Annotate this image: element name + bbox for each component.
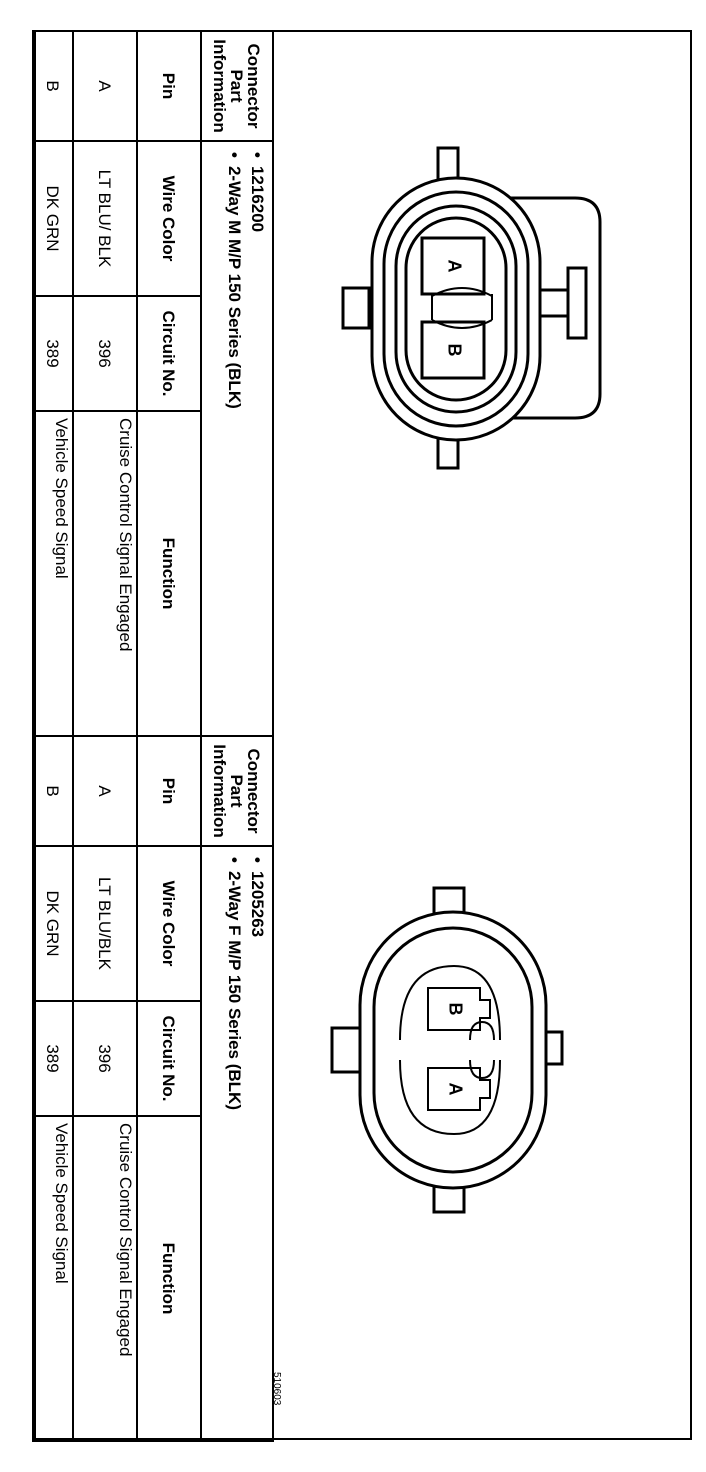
cavity-b-label: B bbox=[444, 344, 464, 357]
cavity-b-label: B bbox=[445, 1003, 465, 1016]
page-frame bbox=[34, 30, 692, 1440]
figure-id: 510603 bbox=[271, 1372, 282, 1406]
connector-2-drawing bbox=[330, 886, 564, 1214]
cavity-a-label: A bbox=[444, 260, 464, 273]
connector-1-drawing bbox=[341, 146, 602, 470]
cavity-a-label: A bbox=[445, 1083, 465, 1096]
